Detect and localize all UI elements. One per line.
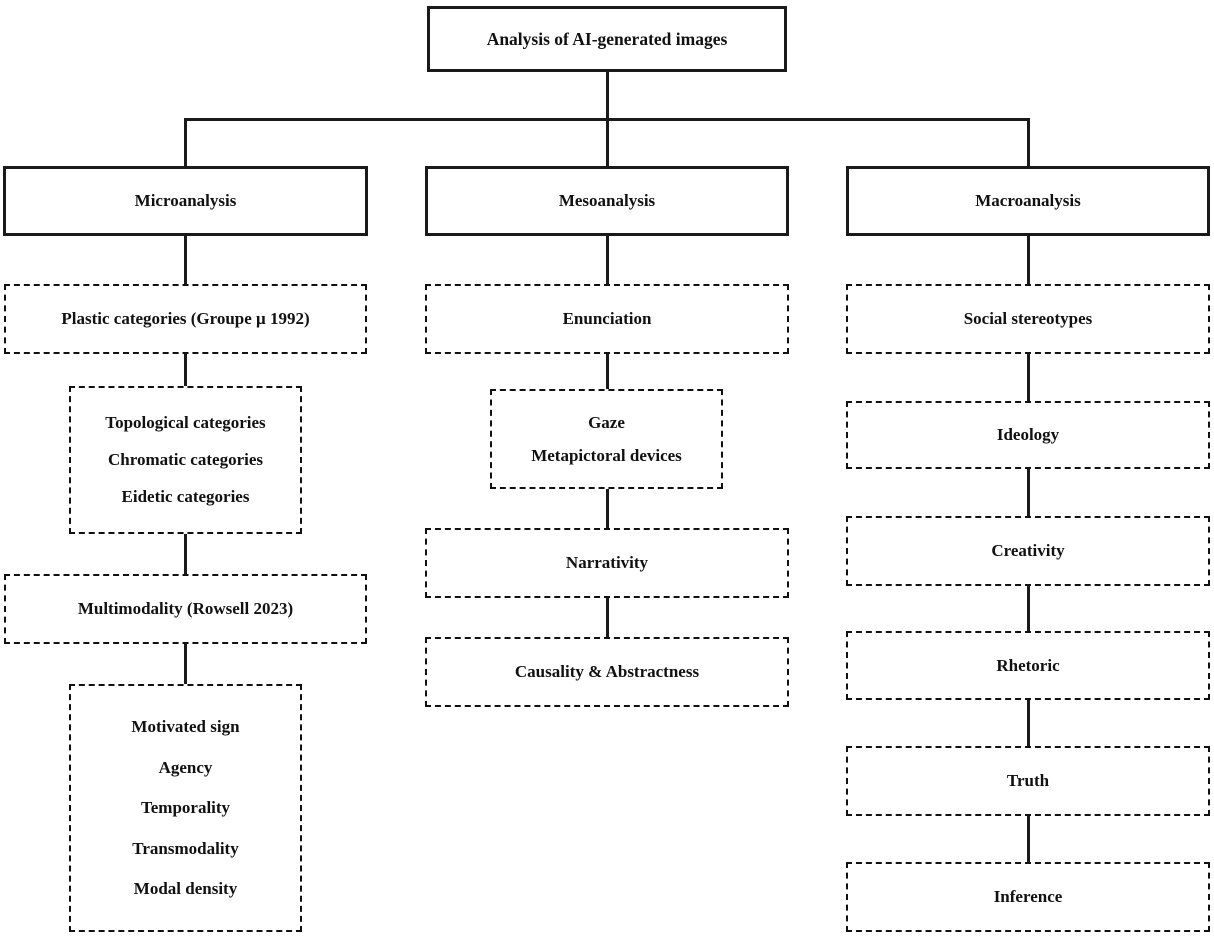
box-ideology: Ideology <box>846 401 1210 469</box>
column-header-label: Microanalysis <box>134 191 237 211</box>
connector-meso-2 <box>605 352 609 391</box>
box-label: Causality & Abstractness <box>514 662 700 682</box>
connector-macro-3 <box>1026 467 1030 518</box>
box-label: Temporality <box>140 798 231 818</box>
connector-meso-3 <box>605 487 609 530</box>
box-plastic-categories: Plastic categories (Groupe μ 1992) <box>4 284 367 354</box>
connector-meso-1 <box>605 234 609 286</box>
box-label: Multimodality (Rowsell 2023) <box>77 599 294 619</box>
box-multimodality-aspects: Motivated sign Agency Temporality Transm… <box>69 684 302 932</box>
connector-meso-4 <box>605 596 609 639</box>
connector-drop-meso <box>605 118 609 168</box>
box-social-stereotypes: Social stereotypes <box>846 284 1210 354</box>
connector-micro-4 <box>184 642 187 686</box>
box-label: Rhetoric <box>996 655 1060 675</box>
box-label: Transmodality <box>132 838 239 858</box>
box-label: Narrativity <box>565 553 649 573</box>
box-label: Inference <box>993 887 1063 907</box>
box-label: Gaze <box>588 412 625 432</box>
box-label: Social stereotypes <box>963 309 1093 329</box>
box-label: Chromatic categories <box>108 450 263 470</box>
box-label: Metapictoral devices <box>531 445 682 465</box>
box-macroanalysis: Macroanalysis <box>846 166 1210 236</box>
box-creativity: Creativity <box>846 516 1210 586</box>
box-rhetoric: Rhetoric <box>846 631 1210 700</box>
root-label: Analysis of AI-generated images <box>486 28 728 49</box>
box-label: Enunciation <box>562 309 652 329</box>
connector-macro-4 <box>1026 584 1030 633</box>
connector-micro-2 <box>184 352 187 388</box>
box-causality-abstractness: Causality & Abstractness <box>425 637 789 707</box>
connector-root-vertical <box>605 70 609 120</box>
root-box: Analysis of AI-generated images <box>427 6 787 72</box>
box-microanalysis: Microanalysis <box>3 166 368 236</box>
connector-micro-1 <box>184 234 187 286</box>
box-narrativity: Narrativity <box>425 528 789 598</box>
connector-drop-macro <box>1026 118 1030 168</box>
box-enunciation: Enunciation <box>425 284 789 354</box>
connector-drop-micro <box>184 118 187 168</box>
connector-micro-3 <box>184 532 187 576</box>
box-truth: Truth <box>846 746 1210 816</box>
box-label: Agency <box>158 757 213 777</box>
box-label: Topological categories <box>105 413 266 433</box>
box-label: Modal density <box>133 879 238 899</box>
connector-macro-5 <box>1026 698 1030 748</box>
column-header-label: Macroanalysis <box>975 191 1081 211</box>
box-label: Plastic categories (Groupe μ 1992) <box>61 309 310 329</box>
box-label: Truth <box>1006 771 1050 791</box>
box-gaze-metapictoral: Gaze Metapictoral devices <box>490 389 723 489</box>
connector-macro-2 <box>1026 352 1030 403</box>
connector-macro-6 <box>1026 814 1030 864</box>
box-label: Motivated sign <box>131 717 240 737</box>
box-label: Ideology <box>996 425 1060 445</box>
box-inference: Inference <box>846 862 1210 932</box>
column-header-label: Mesoanalysis <box>558 191 656 211</box>
box-multimodality: Multimodality (Rowsell 2023) <box>4 574 367 644</box>
connector-macro-1 <box>1026 234 1030 286</box>
box-mesoanalysis: Mesoanalysis <box>425 166 789 236</box>
box-label: Eidetic categories <box>121 487 250 507</box>
box-plastic-subcategories: Topological categories Chromatic categor… <box>69 386 302 534</box>
box-label: Creativity <box>991 541 1065 561</box>
